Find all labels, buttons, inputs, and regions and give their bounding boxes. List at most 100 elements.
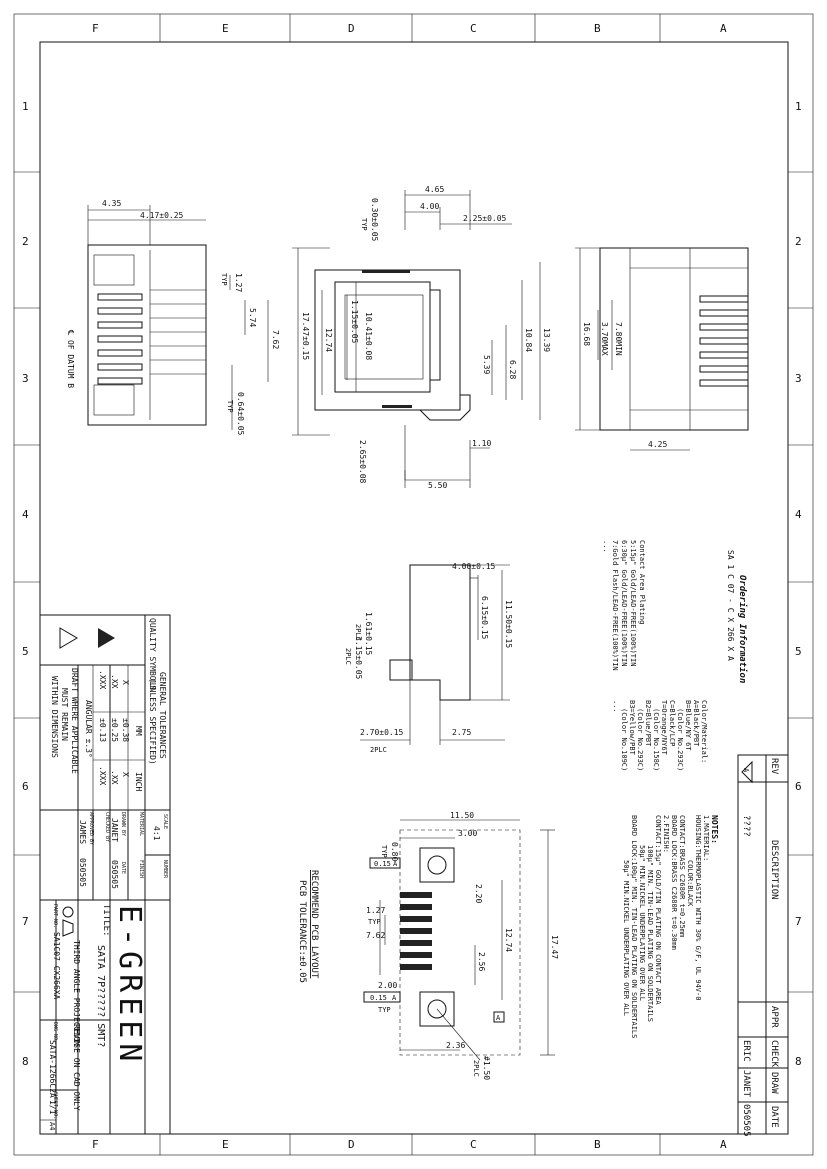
rev-triangle-icon [741, 760, 753, 784]
draft-note-1: DRAFT WHERE APPLICABLE [70, 668, 79, 774]
side-dim-3-70: 3.70MAX [600, 322, 609, 356]
checked-by-label: CHECKED BY [104, 812, 110, 842]
front-dim-6-28: 6.28 [508, 360, 517, 379]
rev-header-description: DESCRIPTION [769, 840, 779, 900]
pcb-dim-typ-1: TYP [380, 845, 388, 858]
front-outer [314, 269, 461, 411]
drawn-date-label: DATE [120, 862, 126, 874]
zone-row-right-8: 8 [795, 1055, 802, 1068]
front-dim-5-50: 5.50 [428, 481, 447, 490]
rev-row-rev: A [742, 768, 750, 773]
front-dim-0-30: 0.30±0.05 [370, 198, 379, 242]
third-angle-projection: THIRD ANGLE PROJECTION [72, 940, 81, 1046]
dwg-no: SATA-1266C2A [48, 1040, 57, 1098]
pcb-gdt-datum-2: A [392, 994, 397, 1002]
color-line-4: (Color No.293C) [676, 708, 684, 771]
front-dim-12-74: 12.74 [324, 328, 333, 352]
profile-view: 4.00±0.15 6.15±0.15 11.50±0.15 1.61±0.15… [344, 562, 513, 754]
zone-row-right-1: 1 [795, 100, 802, 113]
zone-col-bottom-f: F [92, 1138, 99, 1151]
pcb-gdt-tol-2: 0.15 [370, 994, 387, 1002]
tol-row3-col2: ±0.13 [98, 718, 107, 742]
pcb-dim-typ-2: TYP [368, 918, 381, 926]
sheet-no: 1/1 [48, 1100, 57, 1115]
zone-row-left-6: 6 [22, 780, 29, 793]
front-dim-1-15: 1.15±0.05 [350, 300, 359, 344]
approved-by: JAMES [78, 820, 87, 844]
color-line-9: (Color No.293C) [636, 708, 644, 771]
profile-dim-2-70: 2.70±0.15 [360, 728, 404, 737]
tolerances-title-1: GENERAL TOLERANCES [158, 672, 167, 759]
front-dim-5-39: 5.39 [482, 355, 491, 374]
quality-symbols: QUALITY SYMBOLS [148, 618, 157, 690]
zone-row-left-3: 3 [22, 372, 29, 385]
title-block: QUALITY SYMBOLS GENERAL TOLERANCES (UNLE… [39, 614, 171, 1135]
profile-dim-4-00: 4.00±0.15 [452, 562, 496, 571]
plating-line-1: Contact Area Plating [638, 540, 646, 624]
zone-col-top-b: B [594, 22, 601, 35]
plating-options: Contact Area Plating 5:15μ" Gold/LEAD-FR… [602, 540, 646, 671]
part-no-label: PART NO. [52, 904, 58, 928]
note-line-9: 100μ" MIN. TIN-LEAD PLATING ON SOLDERTAI… [646, 845, 654, 1022]
zone-row-right-4: 4 [795, 508, 802, 521]
color-line-11: (Color No.109C) [620, 708, 628, 771]
front-dim-4-65: 4.65 [425, 185, 444, 194]
profile-outline [409, 564, 471, 701]
rev-header-date: DATE [769, 1106, 779, 1128]
top-dim-typ-2: TYP [226, 400, 234, 413]
tolerances-title-2: (UNLESS SPECIFIED) [148, 678, 157, 765]
zone-row-right-7: 7 [795, 915, 802, 928]
note-line-11: BOARD LOCK:100μ" MIN. TIN-LEAD PLATING O… [630, 815, 638, 1038]
quality-triangle-filled-icon [98, 628, 115, 648]
top-dim-7-62: 7.62 [271, 330, 280, 349]
top-dim-0-64: 0.64±0.05 [236, 392, 245, 436]
zone-row-left-2: 2 [22, 235, 29, 248]
pcb-dim-2plc: 2PLC [472, 1060, 480, 1077]
zone-col-bottom-e: E [222, 1138, 229, 1151]
front-dim-10-84: 10.84 [524, 328, 533, 352]
side-dim-7-80: 7.80MIN [614, 322, 623, 356]
color-line-7: (Color No.158C) [652, 708, 660, 771]
rev-header-rev: REV [769, 758, 779, 775]
rev-row-draw: JANET [741, 1070, 751, 1098]
tol-angular: ANGULAR ±.3° [84, 700, 93, 758]
side-dim-4-25: 4.25 [648, 440, 667, 449]
color-line-1: Color/Material: [700, 700, 708, 763]
zone-col-top-d: D [348, 22, 355, 35]
front-cavity [334, 281, 431, 393]
pcb-datum-a-box [493, 1011, 505, 1023]
zone-row-left-4: 4 [22, 508, 29, 521]
color-line-2: A=Black/PBT [692, 700, 700, 747]
tol-header-mm: MM [134, 726, 143, 736]
top-dim-4-17: 4.17±0.25 [140, 211, 184, 220]
zone-row-left-7: 7 [22, 915, 29, 928]
quality-triangle-outline-icon [59, 627, 78, 649]
front-dim-17-47: 17.47±0.15 [301, 312, 310, 360]
note-line-4: COLOR:BLACK [686, 860, 694, 907]
note-line-6: BOARD LOCK:BRASS C2680R t=0.30mm [670, 815, 678, 950]
front-dim-4-00: 4.00 [420, 202, 439, 211]
front-dim-2-25: 2.25±0.05 [463, 214, 507, 223]
zone-row-left-1: 1 [22, 100, 29, 113]
color-line-12: ... [612, 700, 620, 713]
scale-value: 4:1 [152, 826, 161, 841]
rev-header-check: CHECK [769, 1040, 779, 1068]
note-line-5: CONTACT:BRASS C2680R t=0.25mm [678, 815, 686, 937]
profile-dim-6-15: 6.15±0.15 [480, 596, 489, 640]
color-line-8: B2=Blue/PBT [644, 700, 652, 747]
pcb-dim-hole: #1.50 [482, 1056, 491, 1080]
pcb-dim-2-56: 2.56 [477, 952, 486, 971]
note-line-3: HOUSING:THERMOPLASTIC WITH 30% G/F, UL 9… [694, 815, 702, 1000]
zone-col-top-a: A [720, 22, 727, 35]
pcb-dim-7-62: 7.62 [366, 931, 385, 940]
tol-row3-col3: .XXX [98, 766, 107, 785]
outer-frame [13, 13, 814, 1156]
tol-row2-col2: ±0.25 [110, 718, 119, 742]
pcb-dim-1-27: 1.27 [366, 906, 385, 915]
top-dim-1-27: 1.27 [234, 273, 243, 292]
rev-header-appr: APPR [769, 1006, 779, 1028]
zone-col-bottom-d: D [348, 1138, 355, 1151]
note-line-10: 50μ" MIN.NICKEL UNDERPLATING OVER ALL [638, 845, 646, 1001]
rev-row-check: ERIC [741, 1040, 751, 1062]
